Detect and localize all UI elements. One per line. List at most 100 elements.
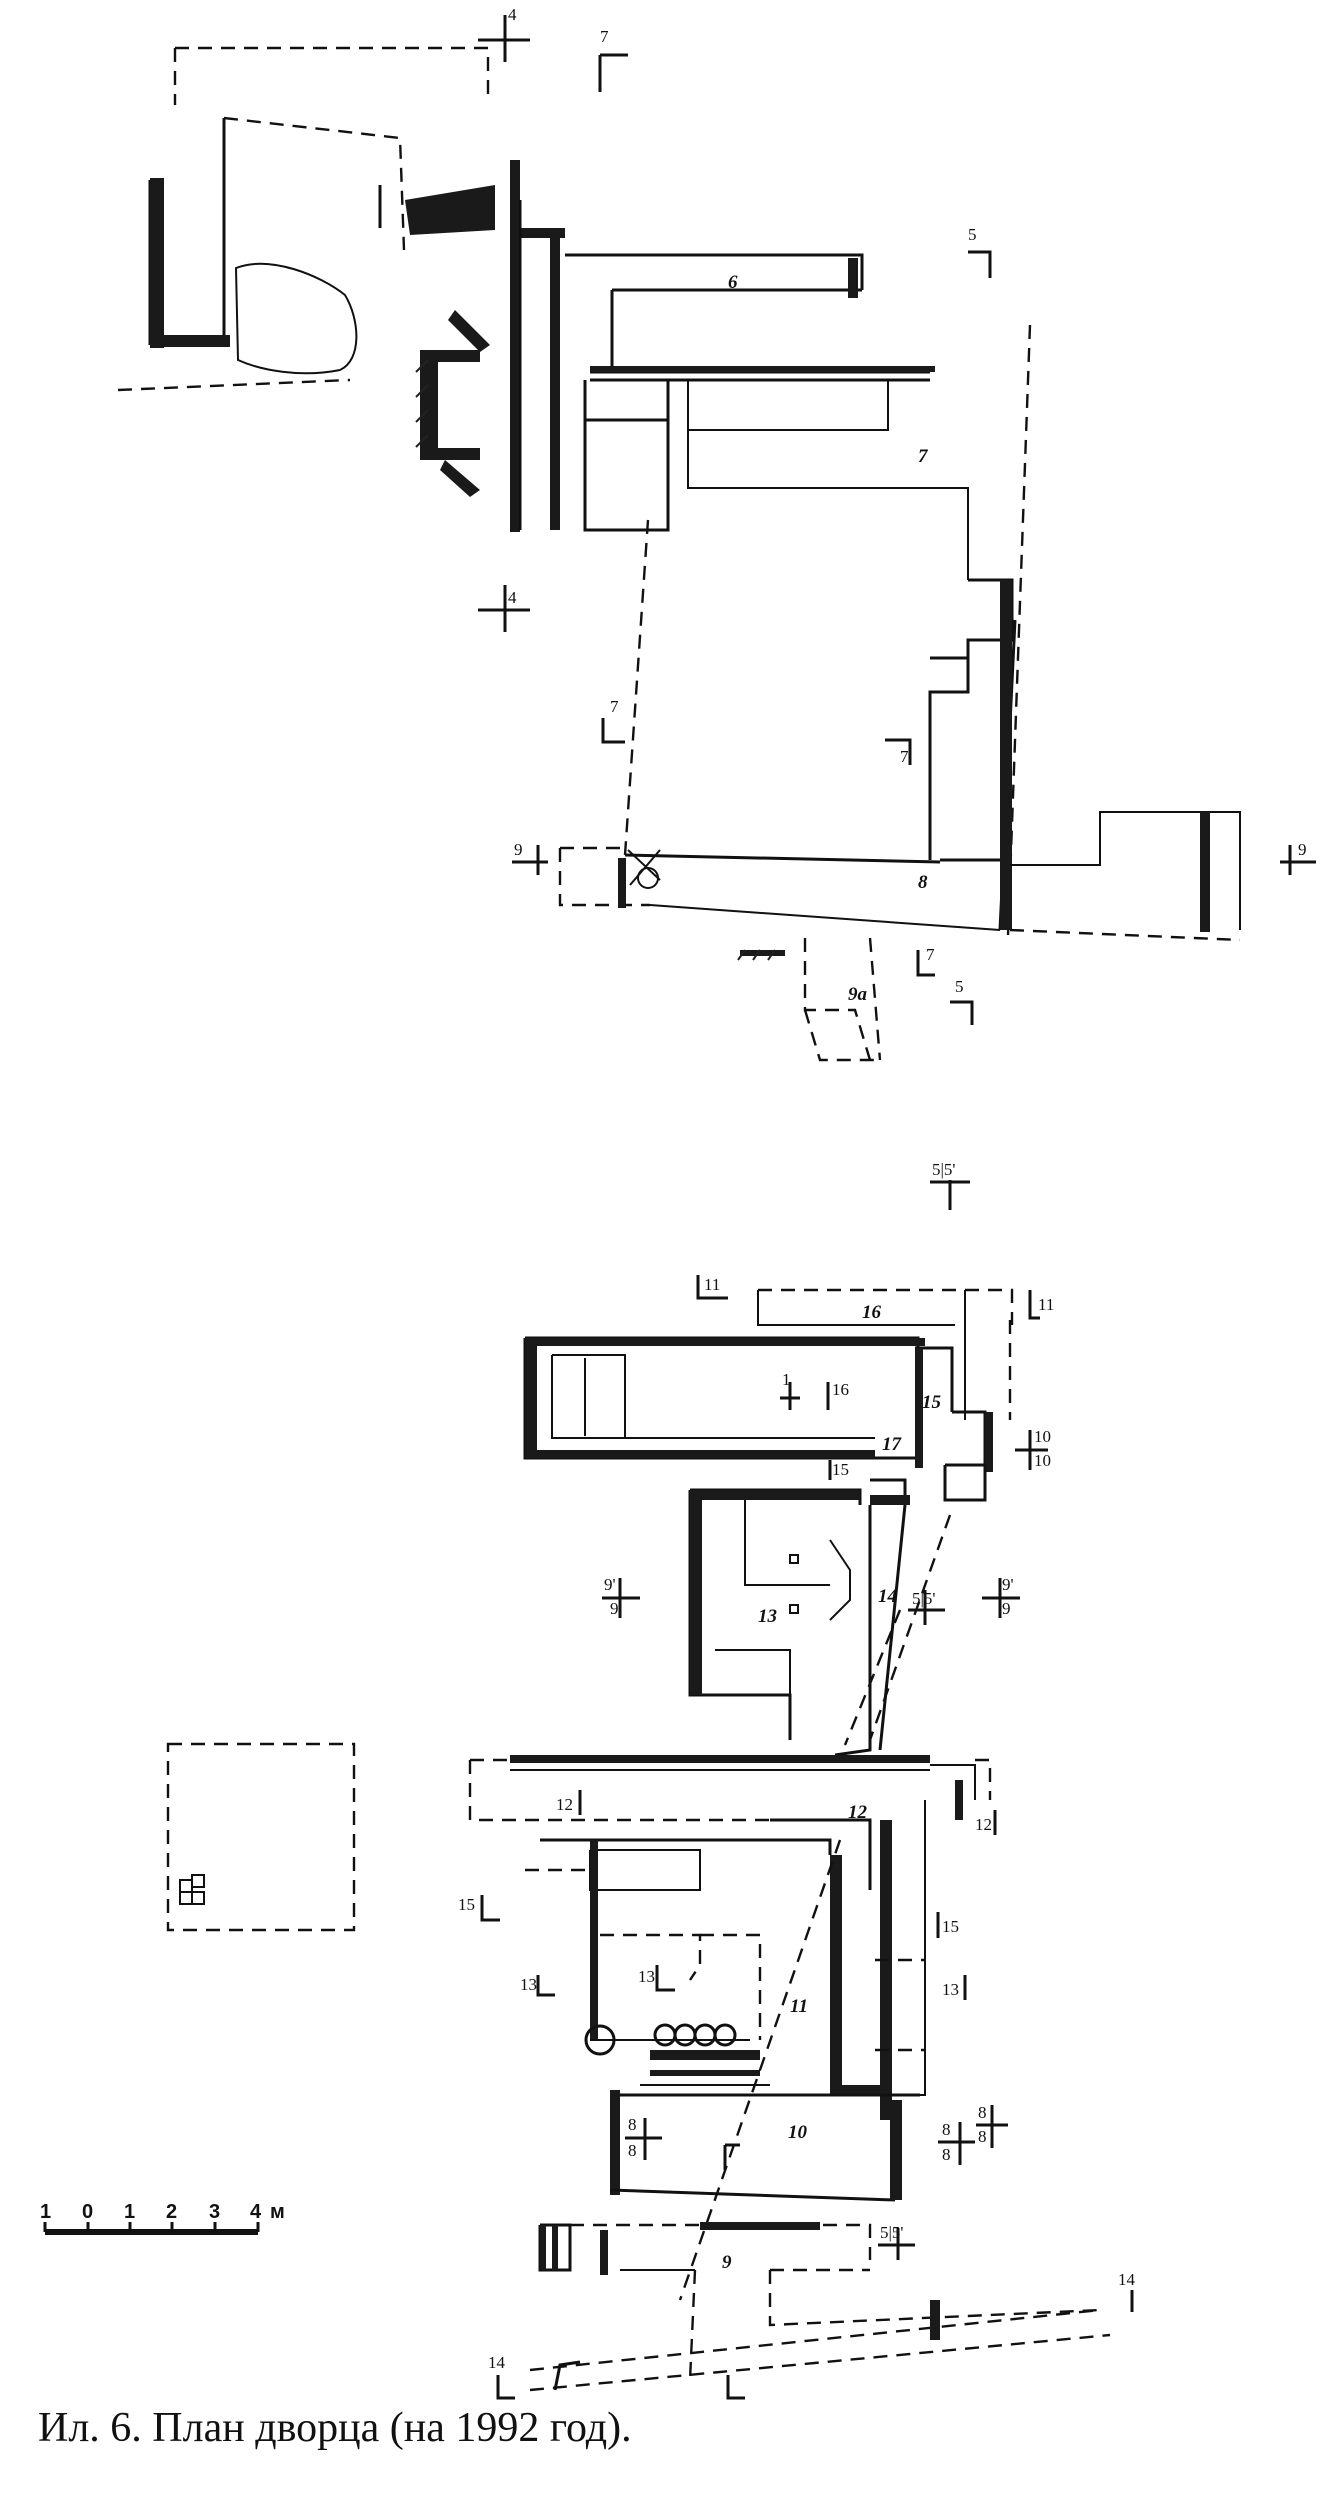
svg-text:16: 16: [832, 1380, 849, 1399]
svg-text:8: 8: [978, 2127, 987, 2146]
section-marker-14-right: 14: [1118, 2270, 1136, 2312]
scale-bar: 1 0 1 2 3 4 м: [40, 2201, 285, 2235]
svg-text:9': 9': [1002, 1575, 1014, 1594]
scale-tick-1: 1: [40, 2201, 51, 2223]
svg-text:7: 7: [600, 27, 609, 46]
section-marker-bottom-tick: [726, 2375, 745, 2400]
scale-tick-4: 4: [250, 2201, 262, 2223]
section-marker-4-bottom: 4: [478, 585, 530, 632]
section-marker-9prime-left: 9' 9: [602, 1575, 640, 1618]
section-marker-8-right: 8 8: [938, 2120, 975, 2165]
room-6-label: 6: [728, 272, 738, 293]
svg-text:12: 12: [556, 1795, 573, 1814]
svg-text:15: 15: [458, 1895, 475, 1914]
section-marker-4-top: 4: [478, 5, 530, 62]
section-marker-5-b: 5: [950, 977, 974, 1025]
svg-text:5|5': 5|5': [932, 1160, 955, 1179]
svg-text:9: 9: [610, 1599, 619, 1618]
section-marker-9-right: 9: [1280, 840, 1316, 875]
section-marker-5-5prime-mid: 5|5': [908, 1589, 945, 1625]
svg-text:5: 5: [968, 225, 977, 244]
svg-text:13: 13: [520, 1975, 537, 1994]
section-marker-16: 16: [826, 1380, 849, 1410]
svg-text:9: 9: [1002, 1599, 1011, 1618]
scale-tick-0: 0: [82, 2201, 93, 2223]
svg-text:7: 7: [926, 945, 935, 964]
svg-text:11: 11: [1038, 1295, 1054, 1314]
room-8-label: 8: [918, 872, 928, 893]
svg-text:10: 10: [1034, 1451, 1051, 1470]
svg-text:4: 4: [508, 5, 517, 24]
section-marker-15-small: 15: [828, 1460, 849, 1480]
svg-text:15: 15: [942, 1917, 959, 1936]
section-marker-9prime-right: 9' 9: [982, 1575, 1020, 1618]
section-marker-9-left: 9: [512, 840, 548, 875]
room-10-label: 10: [788, 2122, 808, 2143]
svg-text:8: 8: [978, 2103, 987, 2122]
section-marker-13-left: 13: [520, 1975, 555, 1997]
section-marker-1: 1: [780, 1370, 800, 1410]
scale-tick-2: 2: [166, 2201, 177, 2223]
svg-text:8: 8: [628, 2141, 637, 2160]
section-marker-15-right: 15: [936, 1912, 959, 1938]
svg-text:4: 4: [508, 588, 517, 607]
svg-text:12: 12: [975, 1815, 992, 1834]
section-marker-14-left: 14: [488, 2353, 515, 2400]
scale-unit: м: [270, 2201, 285, 2223]
section-marker-12-left: 12: [556, 1790, 582, 1815]
section-marker-7-a: 7: [598, 27, 628, 92]
room-12-label: 12: [848, 1802, 868, 1823]
section-marker-7-c: 7: [885, 738, 912, 766]
section-marker-8-left: 8 8: [625, 2115, 662, 2160]
separate-structure-outline: [166, 1742, 356, 1932]
svg-text:15: 15: [832, 1460, 849, 1479]
room-9-label: 9: [722, 2252, 732, 2273]
section-marker-5-a: 5: [968, 225, 992, 278]
figure-caption: Ил. 6. План дворца (на 1992 год).: [38, 2405, 632, 2451]
svg-text:8: 8: [628, 2115, 637, 2134]
section-marker-13-mid: 13: [638, 1965, 675, 1992]
section-marker-7-b: 7: [601, 697, 625, 744]
room-13-label: 13: [758, 1606, 777, 1627]
section-marker-12-right: 12: [975, 1810, 997, 1835]
section-marker-5-5prime-bottom: 5|5': [878, 2223, 915, 2260]
svg-text:7: 7: [900, 747, 909, 766]
section-marker-10: 10 10: [1015, 1427, 1051, 1470]
section-marker-5-5prime-top: 5|5': [930, 1160, 970, 1210]
svg-text:11: 11: [704, 1275, 720, 1294]
svg-text:7: 7: [610, 697, 619, 716]
svg-text:9: 9: [514, 840, 523, 859]
room-16-label: 16: [862, 1302, 882, 1323]
svg-text:8: 8: [942, 2120, 951, 2139]
lower-complex: [468, 1288, 1111, 2392]
section-marker-13-right: 13: [942, 1975, 967, 2000]
svg-text:5|5': 5|5': [912, 1589, 935, 1608]
svg-text:5|5': 5|5': [880, 2223, 903, 2242]
svg-text:10: 10: [1034, 1427, 1051, 1446]
section-marker-8-far: 8 8: [976, 2103, 1008, 2148]
pillar-bases: [584, 2023, 737, 2056]
room-7-label: 7: [918, 446, 929, 467]
room-9a-label: 9а: [848, 984, 868, 1005]
scale-tick-3: 3: [209, 2201, 220, 2223]
section-marker-7-d: 7: [916, 945, 935, 977]
svg-text:9': 9': [604, 1575, 616, 1594]
room-14-label: 14: [878, 1586, 897, 1607]
section-marker-11-right: 11: [1028, 1290, 1054, 1320]
svg-text:13: 13: [942, 1980, 959, 1999]
section-marker-11-left: 11: [696, 1275, 728, 1300]
room-11-label: 11: [790, 1996, 808, 2017]
svg-text:13: 13: [638, 1967, 655, 1986]
upper-complex: [117, 46, 1241, 1062]
svg-text:14: 14: [1118, 2270, 1136, 2289]
svg-text:14: 14: [488, 2353, 506, 2372]
room-17-label: 17: [882, 1434, 903, 1455]
svg-text:8: 8: [942, 2145, 951, 2164]
scale-tick-1b: 1: [124, 2201, 135, 2223]
section-marker-15-left: 15: [458, 1895, 500, 1922]
svg-text:1: 1: [782, 1370, 791, 1389]
room-15-label: 15: [922, 1392, 942, 1413]
small-structure-marks: [179, 1874, 205, 1905]
svg-text:9: 9: [1298, 840, 1307, 859]
